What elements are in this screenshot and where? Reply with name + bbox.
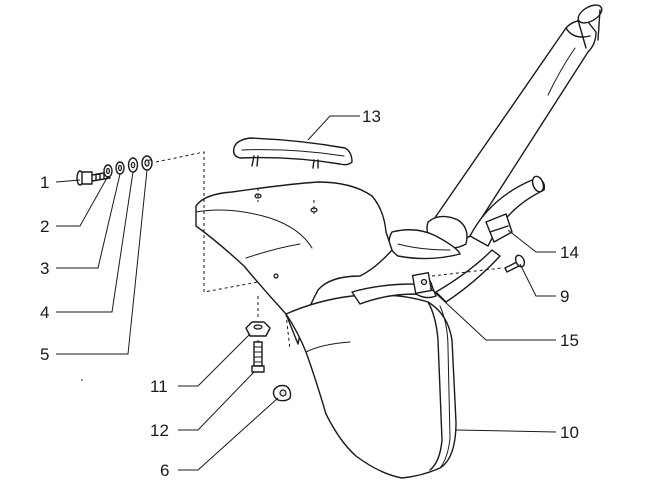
callout-3: 3 [40,259,49,278]
assembly-guides [155,151,291,360]
callout-9: 9 [560,287,569,306]
callout-13: 13 [362,107,381,126]
part-15-strap [351,272,437,305]
callout-labels: 1 2 3 4 5 6 9 10 11 12 13 14 15 [40,107,579,480]
callout-12: 12 [150,421,169,440]
part-10-mudguard [285,294,457,479]
callout-15: 15 [560,331,579,350]
scan-speck [81,379,83,381]
callout-14: 14 [560,243,579,262]
upper-fairing [195,181,393,345]
callout-6: 6 [160,461,169,480]
scan-speck [149,159,151,161]
part-5-nut [141,155,153,171]
part-2-washer [103,164,113,178]
callout-2: 2 [40,217,49,236]
part-3-washer [115,161,125,175]
callout-5: 5 [40,345,49,364]
part-1-bolt [76,170,111,186]
callout-10: 10 [560,423,579,442]
part-9-screw [431,254,526,277]
callout-11: 11 [150,377,168,396]
part-11-nut [245,321,271,337]
callout-1: 1 [40,173,49,192]
leader-lines [55,115,557,471]
part-13-handlebar-cover [232,137,353,169]
part-4-washer [127,157,139,173]
part-6-nut [272,384,292,402]
part-12-screw [251,341,265,373]
part-14-clamp [485,213,513,243]
callout-4: 4 [40,303,49,322]
